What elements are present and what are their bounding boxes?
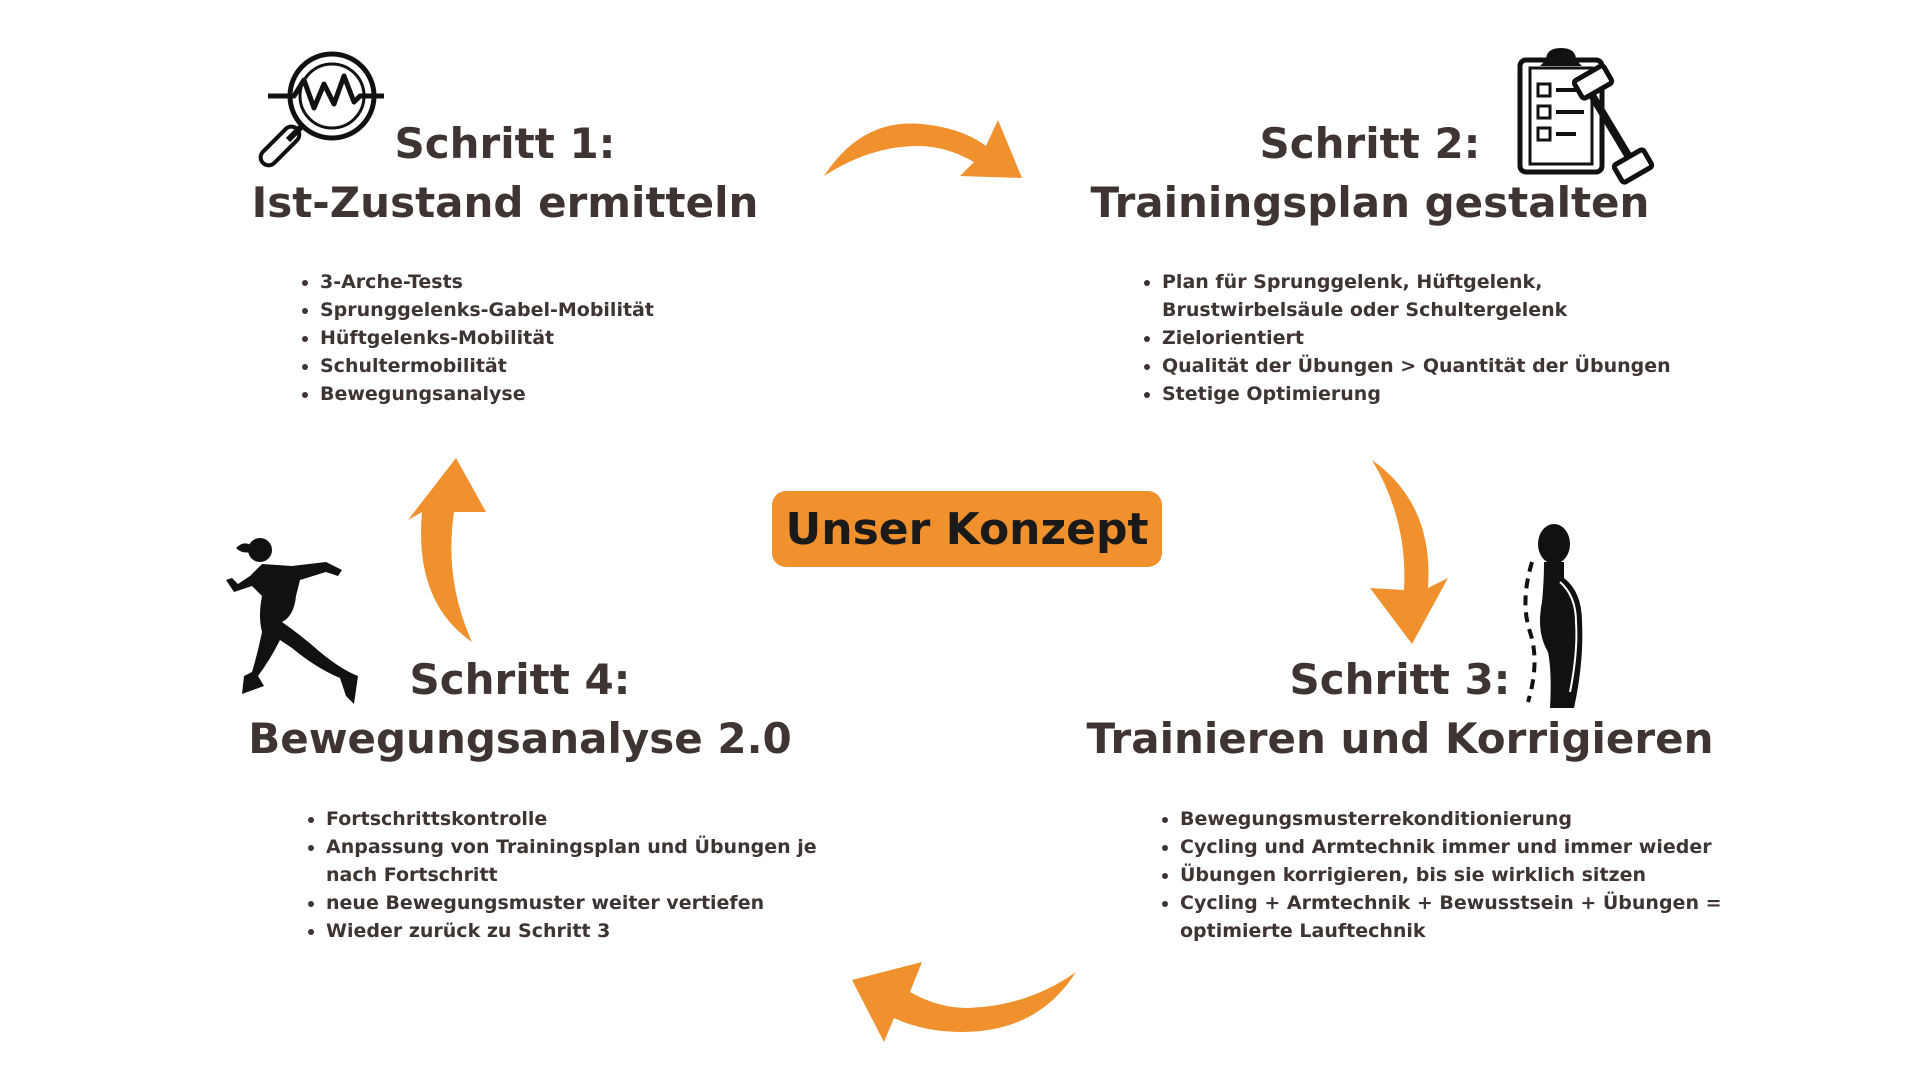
list-item: Schultermobilität [320, 352, 740, 380]
list-item: 3-Arche-Tests [320, 268, 740, 296]
list-item: Cycling + Armtechnik + Bewusstsein + Übu… [1180, 889, 1740, 945]
list-item: Fortschrittskontrolle [326, 805, 846, 833]
step-1: Schritt 1: Ist-Zustand ermitteln [240, 118, 770, 229]
step-3-bullets: Bewegungsmusterrekonditionierung Cycling… [1160, 805, 1740, 945]
clipboard-dumbbell-icon [1517, 48, 1655, 185]
arrow-top-icon [824, 120, 1022, 178]
step-3: Schritt 3: Trainieren und Korrigieren [1070, 654, 1730, 765]
step-3-title: Schritt 3: Trainieren und Korrigieren [1070, 654, 1730, 765]
step-4-title: Schritt 4: Bewegungsanalyse 2.0 [240, 654, 800, 765]
step-2-subtitle: Trainingsplan gestalten [1090, 177, 1650, 227]
step-2-bullets: Plan für Sprunggelenk, Hüftgelenk, Brust… [1142, 268, 1682, 408]
list-item: Bewegungsanalyse [320, 380, 740, 408]
posture-silhouette-icon [1523, 524, 1583, 708]
list-item: Hüftgelenks-Mobilität [320, 324, 740, 352]
step-4: Schritt 4: Bewegungsanalyse 2.0 [240, 654, 800, 765]
step-1-title: Schritt 1: Ist-Zustand ermitteln [240, 118, 770, 229]
list-item: Cycling und Armtechnik immer und immer w… [1180, 833, 1740, 861]
step-4-bullets: Fortschrittskontrolle Anpassung von Trai… [306, 805, 846, 945]
step-1-bullets: 3-Arche-Tests Sprunggelenks-Gabel-Mobili… [300, 268, 740, 408]
runner-silhouette-icon [226, 538, 358, 704]
arrow-right-icon [1370, 460, 1448, 644]
list-item: neue Bewegungsmuster weiter vertiefen [326, 889, 846, 917]
list-item: Zielorientiert [1162, 324, 1682, 352]
step-4-subtitle: Bewegungsanalyse 2.0 [248, 713, 792, 763]
step-3-heading: Schritt 3: [1289, 655, 1511, 704]
step-2: Schritt 2: Trainingsplan gestalten [1060, 118, 1680, 229]
arrow-bottom-icon [852, 962, 1076, 1042]
step-2-heading: Schritt 2: [1259, 119, 1481, 168]
list-item: Bewegungsmusterrekonditionierung [1180, 805, 1740, 833]
step-4-heading: Schritt 4: [409, 655, 631, 704]
list-item: Wieder zurück zu Schritt 3 [326, 917, 846, 945]
list-item: Anpassung von Trainingsplan und Übungen … [326, 833, 846, 889]
magnifier-pulse-icon [258, 51, 384, 168]
step-3-subtitle: Trainieren und Korrigieren [1086, 713, 1714, 763]
step-1-subtitle: Ist-Zustand ermitteln [251, 177, 759, 227]
list-item: Qualität der Übungen > Quantität der Übu… [1162, 352, 1682, 380]
list-item: Stetige Optimierung [1162, 380, 1682, 408]
center-label: Unser Konzept [785, 503, 1149, 555]
list-item: Plan für Sprunggelenk, Hüftgelenk, Brust… [1162, 268, 1682, 324]
center-badge: Unser Konzept [772, 491, 1162, 567]
arrow-left-icon [408, 458, 486, 642]
step-1-heading: Schritt 1: [394, 119, 616, 168]
list-item: Übungen korrigieren, bis sie wirklich si… [1180, 861, 1740, 889]
list-item: Sprunggelenks-Gabel-Mobilität [320, 296, 740, 324]
step-2-title: Schritt 2: Trainingsplan gestalten [1060, 118, 1680, 229]
